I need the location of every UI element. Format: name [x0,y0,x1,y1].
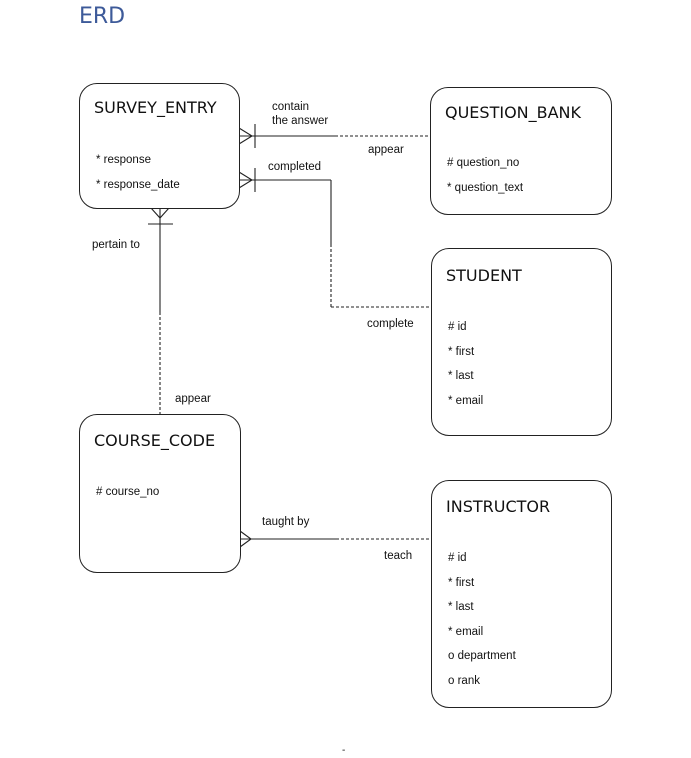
entity-name: SURVEY_ENTRY [94,98,217,117]
footer-mark: - [342,745,346,756]
attribute: # course_no [96,486,160,498]
survey-question-crowfoot [238,127,254,145]
attribute-list: # course_no [96,480,159,505]
attribute-list: # id * first * last * email [448,315,483,413]
relationship-label-complete: complete [367,318,414,330]
relationship-label-taught-by: taught by [262,516,310,528]
relationship-label-contain: contain the answer [272,101,329,127]
attribute: * last [448,370,474,382]
attribute: * email [448,394,484,407]
entity-student: STUDENT # id * first * last * email [431,248,612,436]
attribute: o rank [448,674,480,687]
page-title: ERD [79,4,126,29]
attribute: * question_text [447,181,524,194]
entity-name: COURSE_CODE [94,431,216,450]
attribute: o department [448,650,516,662]
attribute: * response [96,154,151,166]
attribute: * email [448,625,484,638]
relationship-label-pertain-to: pertain to [92,239,140,251]
attribute: * response_date [96,178,180,191]
entity-name: INSTRUCTOR [446,497,551,516]
entity-name: STUDENT [446,266,522,285]
attribute: * first [448,345,475,358]
attribute: # id [448,552,467,564]
relationship-label-completed: completed [268,161,322,173]
entity-question-bank: QUESTION_BANK # question_no * question_t… [430,87,612,215]
attribute-list: # question_no * question_text [447,151,523,200]
relationship-label-teach: teach [384,550,413,562]
entity-survey-entry: SURVEY_ENTRY * response * response_date [79,83,240,209]
attribute-list: # id * first * last * email o department… [448,546,516,693]
survey-student-crowfoot [238,171,254,189]
attribute: * first [448,576,475,589]
entity-course-code: COURSE_CODE # course_no [79,414,241,573]
entity-name: QUESTION_BANK [445,103,582,122]
relationship-label-appear: appear [368,144,404,156]
attribute: # id [448,321,467,333]
attribute-list: * response * response_date [96,148,180,197]
attribute: # question_no [447,157,520,169]
entity-instructor: INSTRUCTOR # id * first * last * email o… [431,480,612,708]
attribute: * last [448,601,474,613]
relationship-label-appear-course: appear [175,393,211,405]
